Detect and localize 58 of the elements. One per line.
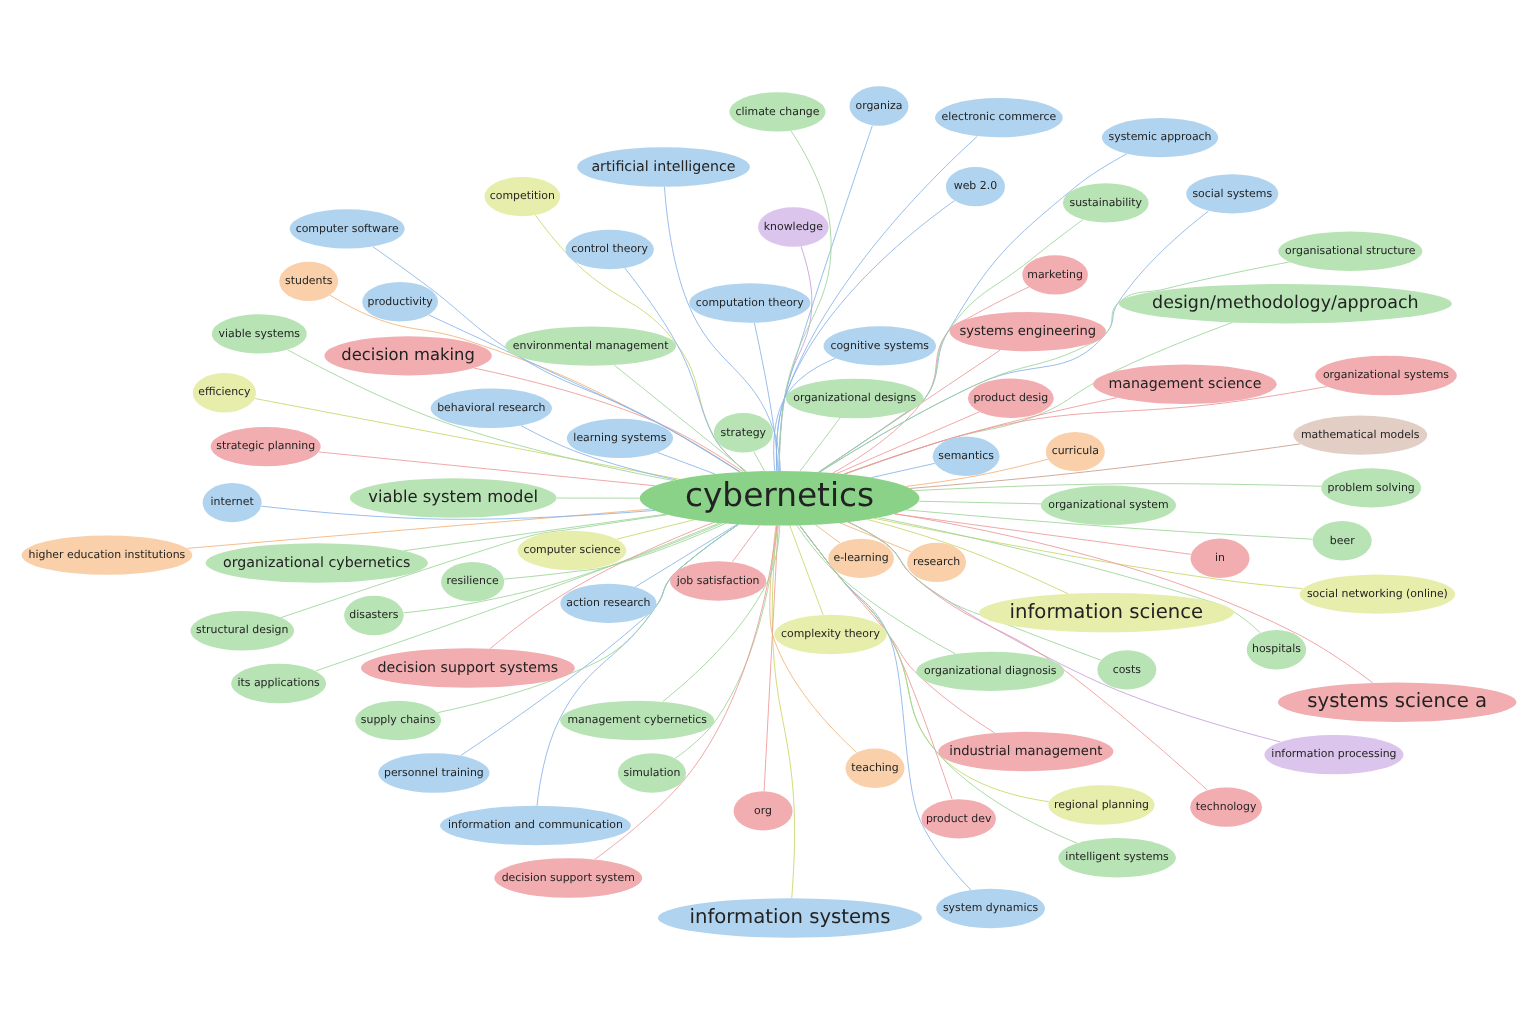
- connector: [789, 524, 824, 615]
- connector: [894, 512, 1374, 683]
- connector: [556, 496, 640, 498]
- connector: [814, 523, 841, 543]
- connector: [847, 520, 1102, 660]
- connector: [905, 508, 1314, 539]
- connector: [315, 521, 721, 671]
- connector: [536, 522, 740, 806]
- connector: [769, 524, 857, 752]
- connector: [873, 516, 1303, 589]
- connector: [403, 521, 723, 613]
- node-ellipse: information systems: [657, 897, 923, 937]
- node-ellipse: information science: [979, 592, 1234, 632]
- connector: [634, 522, 738, 587]
- connector: [657, 451, 716, 474]
- connector: [403, 512, 667, 551]
- connector: [913, 482, 1322, 491]
- connector: [773, 356, 836, 471]
- connector: [866, 517, 1069, 594]
- node-ellipse: decision making: [324, 335, 492, 375]
- connector: [372, 245, 741, 472]
- node-ellipse: systems science a: [1277, 681, 1517, 721]
- connector: [763, 524, 779, 791]
- connector: [662, 524, 781, 701]
- connector: [473, 366, 744, 472]
- connector: [254, 397, 681, 479]
- connector: [905, 457, 1049, 486]
- connector: [535, 213, 747, 472]
- connector: [753, 321, 779, 471]
- connector: [187, 507, 652, 548]
- connector: [870, 461, 936, 478]
- connector: [503, 521, 727, 579]
- node-ellipse: viable system model: [349, 477, 557, 517]
- connector: [664, 185, 781, 471]
- connector: [261, 504, 655, 519]
- connector: [839, 521, 912, 552]
- connector: [329, 293, 742, 472]
- connector: [520, 424, 677, 480]
- node-ellipse: design/methodology/approach: [1118, 283, 1452, 323]
- connector: [893, 512, 1192, 554]
- connector: [674, 523, 779, 758]
- connector: [616, 518, 695, 539]
- connector: [489, 520, 715, 649]
- connector: [918, 499, 1042, 504]
- connector: [732, 523, 760, 562]
- connector: [594, 523, 778, 859]
- connector: [753, 450, 766, 471]
- connector: [613, 363, 748, 472]
- connector: [624, 266, 747, 472]
- connector: [836, 410, 980, 473]
- connector: [847, 520, 1281, 742]
- connector: [280, 513, 669, 618]
- connector: [318, 450, 656, 486]
- connector: [796, 523, 956, 654]
- connector: [909, 442, 1301, 488]
- connector: [799, 523, 1078, 843]
- node-ellipse: cybernetics: [639, 469, 920, 525]
- connector: [799, 416, 841, 471]
